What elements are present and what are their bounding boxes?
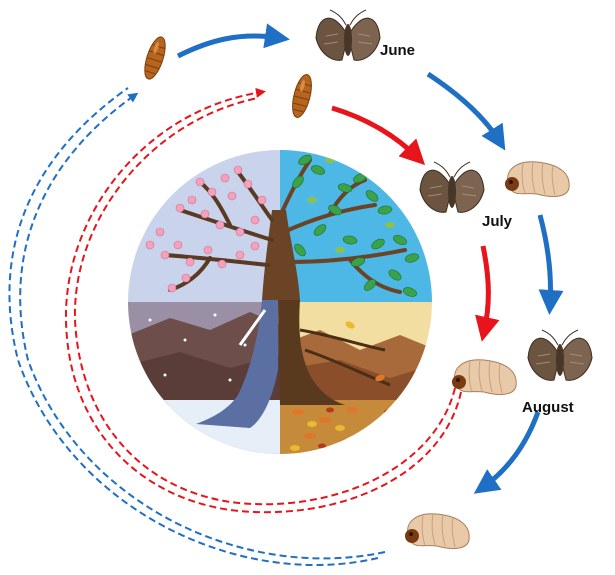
larva-icon <box>405 514 469 549</box>
pupa-icon <box>289 73 315 120</box>
moth-icon <box>420 162 484 212</box>
moth-icon <box>528 330 592 380</box>
larva-icon <box>505 162 569 197</box>
label-june: June <box>380 42 415 59</box>
larva-icon <box>452 360 516 395</box>
label-july: July <box>482 213 513 230</box>
pupa-icon <box>141 35 170 82</box>
four-seasons-tree-icon <box>128 150 432 460</box>
moth-icon <box>316 10 380 60</box>
label-august: August <box>522 399 574 416</box>
